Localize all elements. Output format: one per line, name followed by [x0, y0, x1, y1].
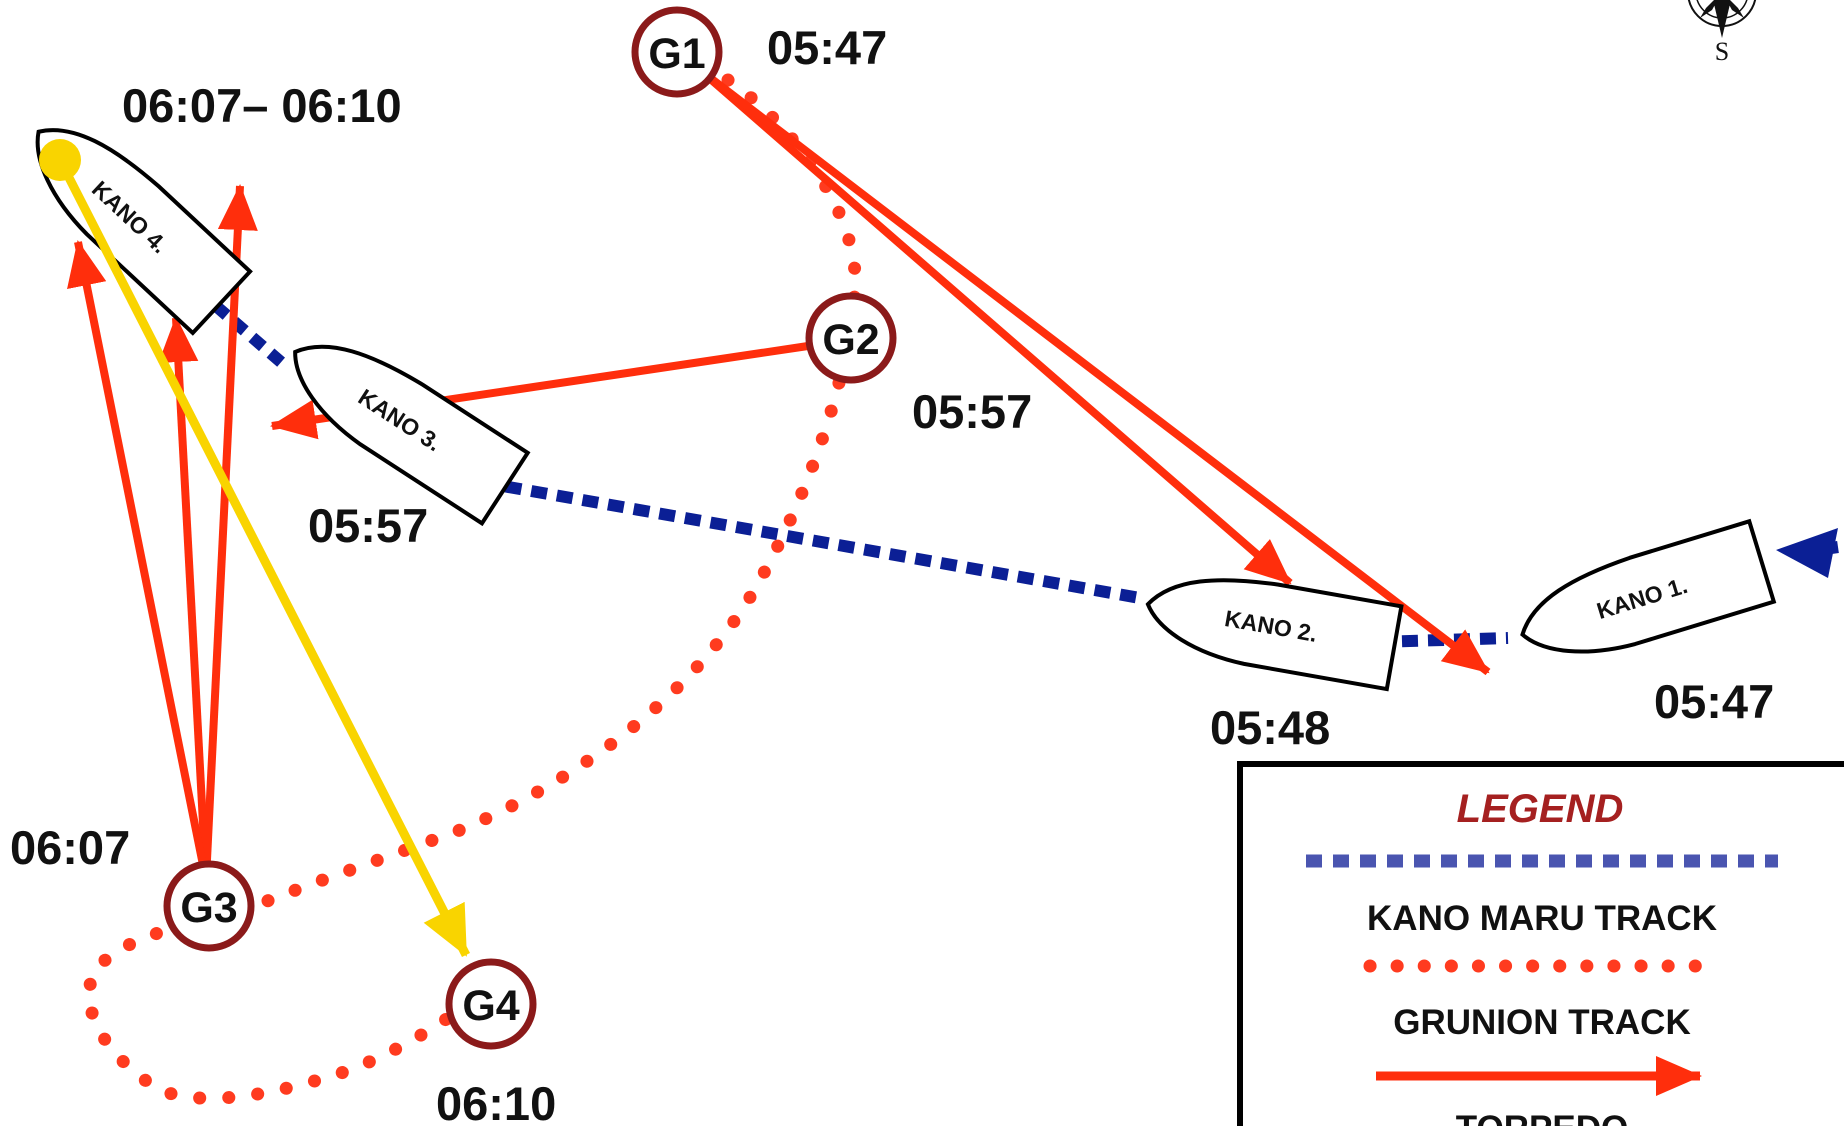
torpedo-tracks	[67, 66, 1491, 881]
legend-grunion-track-label: GRUNION TRACK	[1393, 1003, 1690, 1042]
yellow-torpedo-track	[39, 139, 471, 958]
legend: LEGEND KANO MARU TRACK GRUNION TRACK TOR…	[1237, 761, 1844, 1126]
time-label-kano-2: 05:48	[1210, 701, 1330, 754]
grunion-position-g1: G1	[631, 6, 723, 98]
legend-torpedo-label: TORPEDO	[1456, 1109, 1628, 1126]
kano-3-ship: KANO 3.	[293, 344, 531, 527]
position-label-g1: G1	[648, 30, 705, 78]
position-label-g2: G2	[822, 316, 879, 364]
legend-title: LEGEND	[1457, 787, 1624, 831]
grunion-position-g4: G4	[445, 958, 537, 1050]
time-label-g2: 05:57	[912, 385, 1032, 438]
time-label-g4: 06:10	[436, 1077, 556, 1126]
yellow-start-dot	[39, 139, 81, 181]
compass-south-label: S	[1715, 37, 1729, 66]
kano-track-arrowhead	[1776, 528, 1838, 578]
grunion-track	[82, 73, 862, 1105]
time-label-g1: 05:47	[767, 21, 887, 74]
kano-2-ship: KANO 2.	[1145, 578, 1404, 692]
legend-kano-maru-track-label: KANO MARU TRACK	[1367, 899, 1717, 938]
position-label-g4: G4	[462, 982, 519, 1030]
time-label-g3: 06:07	[10, 821, 130, 874]
compass-rose-icon: S	[1687, 0, 1757, 66]
position-label-g3: G3	[180, 884, 237, 932]
grunion-position-g2: G2	[805, 292, 897, 384]
time-label-kano-3: 05:57	[308, 499, 428, 552]
grunion-position-g3: G3	[163, 860, 255, 952]
kano-1-ship: KANO 1.	[1520, 518, 1777, 654]
time-label-kano-4: 06:07– 06:10	[122, 79, 402, 132]
time-label-kano-1: 05:47	[1654, 675, 1774, 728]
